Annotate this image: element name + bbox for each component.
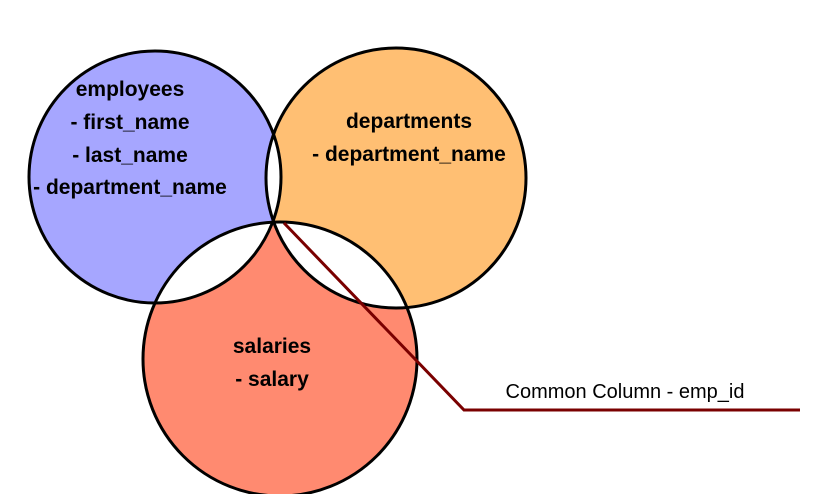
departments-column: - department_name xyxy=(312,143,506,166)
salaries-column: - salary xyxy=(235,368,309,391)
salaries-outline xyxy=(141,220,419,494)
callout-label: Common Column - emp_id xyxy=(506,381,745,403)
departments-title: departments xyxy=(346,110,472,133)
employees-column: - first_name xyxy=(70,111,189,134)
salaries-title: salaries xyxy=(233,335,311,358)
employees-column: - last_name xyxy=(72,144,188,167)
employees-title: employees xyxy=(76,78,185,101)
callout-line xyxy=(282,221,800,412)
departments-outline xyxy=(264,46,528,310)
employees-column: - department_name xyxy=(33,176,227,199)
